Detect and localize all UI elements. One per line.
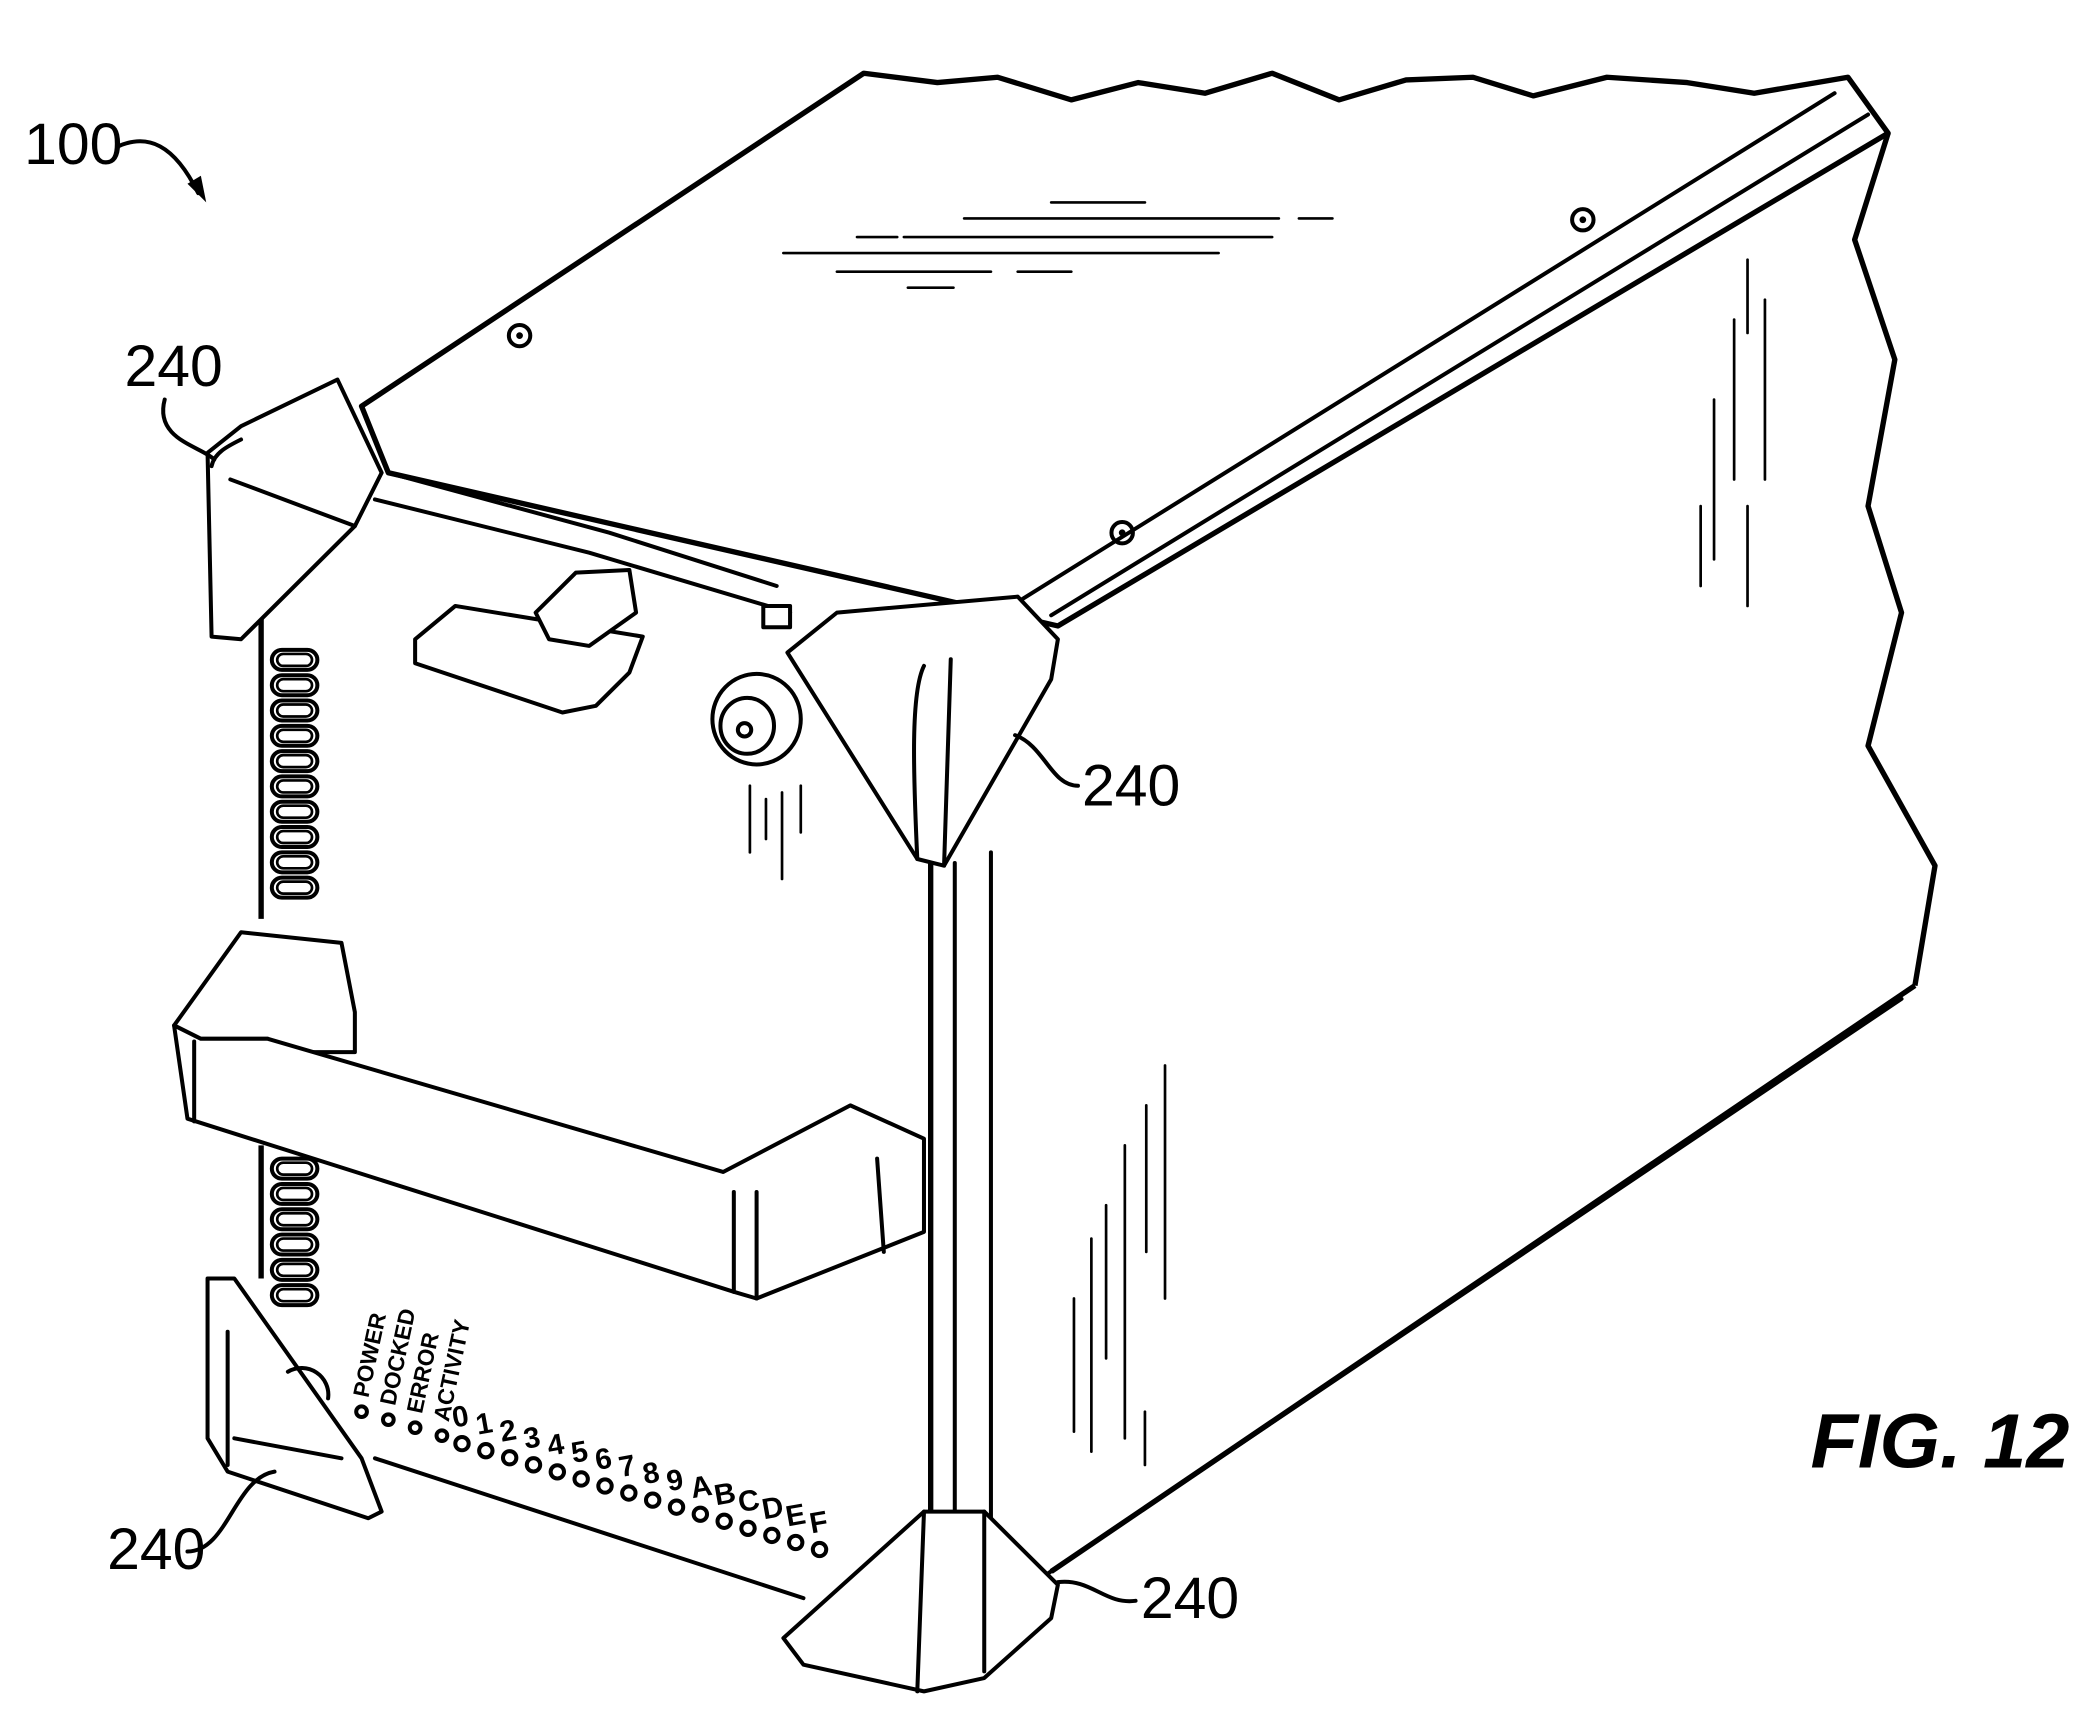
bumper-top-right bbox=[785, 594, 1060, 868]
bay-led bbox=[739, 1519, 757, 1538]
vent-slot bbox=[269, 774, 320, 799]
ref-label-device: 100 bbox=[24, 112, 122, 177]
bay-indicator: 6 bbox=[592, 1442, 614, 1495]
bay-led bbox=[691, 1505, 710, 1523]
top-latch bbox=[372, 470, 793, 715]
bay-label: 5 bbox=[569, 1435, 591, 1470]
bay-led bbox=[500, 1449, 519, 1467]
bay-indicator: C bbox=[735, 1483, 762, 1538]
reference-240-bottom-right: 240 bbox=[1055, 1566, 1239, 1631]
vent-slots bbox=[269, 647, 320, 1308]
bay-led bbox=[667, 1498, 686, 1516]
bay-led bbox=[810, 1540, 829, 1559]
vent-slot bbox=[269, 850, 320, 875]
bay-led bbox=[477, 1442, 495, 1460]
bay-label: 4 bbox=[545, 1427, 568, 1462]
figure-title: FIG. 12 bbox=[1810, 1399, 2069, 1485]
vent-slot bbox=[269, 1207, 320, 1232]
bay-led bbox=[548, 1463, 567, 1481]
enclosure-body bbox=[258, 70, 1938, 1601]
bay-indicator: B bbox=[712, 1476, 739, 1530]
reference-240-top-left: 240 bbox=[125, 334, 223, 462]
bay-led bbox=[786, 1533, 805, 1552]
bay-label: 1 bbox=[473, 1406, 495, 1441]
vent-slot bbox=[269, 723, 320, 748]
vent-slot bbox=[269, 698, 320, 723]
bay-indicator: 9 bbox=[664, 1463, 686, 1516]
bay-indicator: E bbox=[783, 1498, 808, 1552]
vent-slot bbox=[269, 799, 320, 824]
bay-label: 2 bbox=[497, 1413, 519, 1448]
bay-indicator: A bbox=[688, 1469, 715, 1523]
vent-slot bbox=[269, 647, 320, 672]
reference-100: 100 bbox=[24, 112, 207, 203]
ref-label-bumper: 240 bbox=[1082, 754, 1180, 819]
vent-slot bbox=[269, 825, 320, 850]
reference-240-right: 240 bbox=[1013, 733, 1180, 819]
bay-label: B bbox=[712, 1476, 739, 1512]
bay-label: A bbox=[688, 1469, 715, 1505]
bay-indicator: 4 bbox=[545, 1427, 568, 1481]
ref-label-bumper: 240 bbox=[125, 334, 223, 399]
vent-slot bbox=[269, 1232, 320, 1257]
bay-indicator: 3 bbox=[521, 1420, 543, 1474]
bay-led bbox=[763, 1526, 781, 1545]
vent-slot bbox=[269, 1283, 320, 1308]
bay-led bbox=[453, 1434, 471, 1453]
bay-label: 9 bbox=[664, 1463, 686, 1498]
ref-label-bumper: 240 bbox=[1141, 1566, 1239, 1631]
bay-led bbox=[572, 1470, 590, 1488]
vent-slot bbox=[269, 673, 320, 698]
vent-slot bbox=[269, 1181, 320, 1206]
bay-indicator: D bbox=[759, 1490, 786, 1545]
carry-handle[interactable] bbox=[172, 930, 926, 1301]
bumper-top-left bbox=[205, 377, 384, 642]
bay-led bbox=[524, 1456, 543, 1474]
bay-indicator: 8 bbox=[640, 1456, 662, 1509]
reference-240-bottom-left: 240 bbox=[107, 1469, 277, 1582]
lock-keyhole[interactable] bbox=[710, 671, 803, 767]
bay-indicator: 1 bbox=[473, 1406, 495, 1460]
bumper-bottom-right bbox=[781, 1509, 1060, 1694]
side-face-edge bbox=[1851, 132, 1938, 986]
bay-label: E bbox=[783, 1498, 808, 1534]
bay-label: D bbox=[759, 1490, 786, 1526]
bay-label: 8 bbox=[640, 1456, 662, 1491]
bay-indicator: 5 bbox=[569, 1435, 591, 1488]
bay-led bbox=[620, 1484, 638, 1502]
bay-led bbox=[643, 1491, 662, 1509]
bay-label: 6 bbox=[592, 1442, 614, 1477]
bay-indicator: 2 bbox=[497, 1413, 519, 1467]
vent-slot bbox=[269, 749, 320, 774]
bay-label: 3 bbox=[521, 1420, 543, 1455]
bay-led bbox=[596, 1477, 614, 1495]
bumper-bottom-left bbox=[205, 1276, 384, 1521]
vent-slot bbox=[269, 875, 320, 900]
vent-slot bbox=[269, 1257, 320, 1282]
bay-indicator: F bbox=[807, 1505, 830, 1559]
bay-indicator: 0 bbox=[449, 1399, 471, 1453]
bay-label: C bbox=[735, 1483, 762, 1519]
vent-slot bbox=[269, 1156, 320, 1181]
bay-label: 0 bbox=[449, 1399, 471, 1434]
bay-led bbox=[715, 1512, 733, 1530]
ref-label-bumper: 240 bbox=[107, 1517, 205, 1582]
bay-indicator: 7 bbox=[616, 1449, 638, 1502]
bay-label: 7 bbox=[616, 1449, 638, 1484]
bay-label: F bbox=[807, 1505, 830, 1541]
